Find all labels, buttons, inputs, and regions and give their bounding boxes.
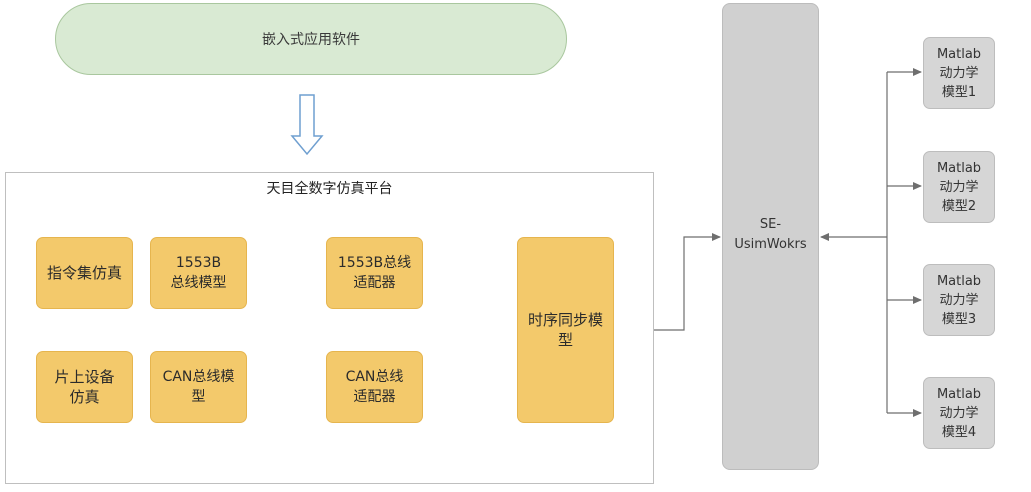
platform-title: 天目全数字仿真平台	[266, 181, 393, 197]
matlab-model-2-label: Matlab 动力学 模型2	[936, 160, 982, 214]
instruction-set-sim-node: 指令集仿真	[36, 237, 133, 309]
embedded-app-software-node: 嵌入式应用软件	[55, 3, 567, 75]
bus1553-model-label: 1553B 总线模型	[170, 255, 227, 291]
matlab-model-1-label: Matlab 动力学 模型1	[936, 46, 982, 100]
adapter-can-node: CAN总线 适配器	[326, 351, 423, 423]
matlab-model-3-node: Matlab 动力学 模型3	[923, 264, 995, 336]
se-usimworks-text: SE- UsimWokrs	[734, 217, 807, 252]
embedded-app-software-label: 嵌入式应用软件	[262, 32, 360, 48]
timing-sync-model-label: 时序同步模 型	[527, 311, 603, 349]
instruction-set-sim-label: 指令集仿真	[46, 264, 122, 282]
hollow-down-arrow-icon	[290, 94, 324, 156]
matlab-model-3-label: Matlab 动力学 模型3	[936, 273, 982, 327]
bus1553-model-node: 1553B 总线模型	[150, 237, 247, 309]
can-bus-model-node: CAN总线模 型	[150, 351, 247, 423]
matlab-model-4-node: Matlab 动力学 模型4	[923, 377, 995, 449]
matlab-model-1-node: Matlab 动力学 模型1	[923, 37, 995, 109]
matlab-model-2-node: Matlab 动力学 模型2	[923, 151, 995, 223]
can-bus-model-label: CAN总线模 型	[162, 369, 235, 405]
timing-sync-model-node: 时序同步模 型	[517, 237, 614, 423]
adapter-can-label: CAN总线 适配器	[345, 369, 404, 405]
adapter-1553-label: 1553B总线 适配器	[337, 255, 412, 291]
matlab-model-4-label: Matlab 动力学 模型4	[936, 386, 982, 440]
onchip-device-sim-label: 片上设备仿真	[54, 368, 115, 406]
adapter-1553-node: 1553B总线 适配器	[326, 237, 423, 309]
se-usimworks-label: SE- UsimWokrs	[722, 213, 819, 257]
se-usimworks-node	[722, 3, 819, 470]
onchip-device-sim-node: 片上设备仿真	[36, 351, 133, 423]
